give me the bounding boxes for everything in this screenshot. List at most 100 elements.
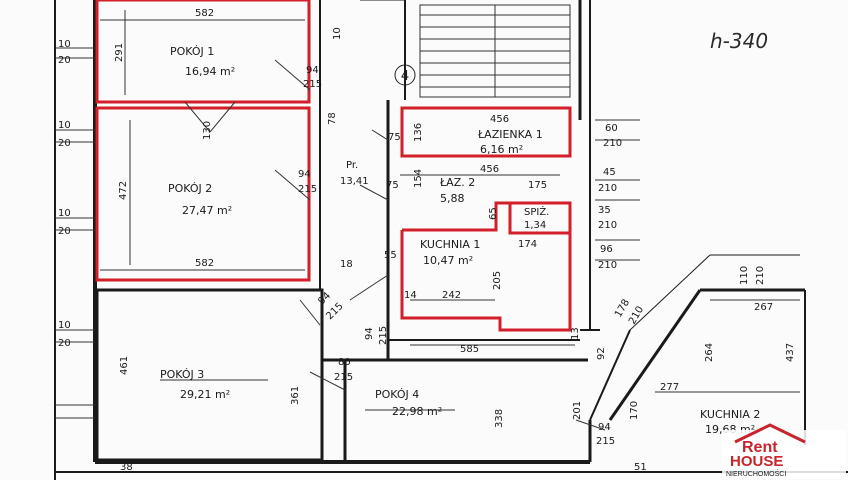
dim-lazienka-1-width: 456: [490, 114, 509, 125]
room-outline-pokoj-2: [95, 106, 311, 282]
dim-laz-2-width: 456: [480, 164, 499, 175]
room-labels: POKÓJ 1 16,94 m² POKÓJ 2 27,47 m² POKÓJ …: [160, 45, 760, 436]
room-area-pokoj-3: 29,21 m²: [180, 388, 230, 401]
wall-dim-left-mid-2: 20: [58, 138, 71, 149]
dim-pokoj-2-width: 582: [195, 258, 214, 269]
door-swings: [184, 59, 606, 431]
room-area-lazienka-1: 6,16 m²: [480, 143, 523, 156]
wall-dim-center-top: 10: [332, 27, 343, 40]
logo-brand-bottom: HOUSE: [730, 453, 783, 470]
dim-lazienka-1-door: 75: [388, 132, 401, 143]
dim-kuchnia-2-step: 170: [629, 401, 640, 420]
room-area-spizarnia: 1,34: [524, 220, 546, 231]
dim-pokoj-4-inner: 361: [290, 386, 301, 405]
dim-laz-2-door-h: 45: [603, 167, 616, 178]
dim-pokoj-2-depth: 472: [118, 181, 129, 200]
watermark-logo: Rent HOUSE NIERUCHOMOŚCI: [722, 423, 846, 478]
wall-dim-door-14: 14: [404, 290, 417, 301]
room-outline-lazienka-1: [400, 106, 572, 158]
dim-kuchnia-1-door: 55: [384, 250, 397, 261]
dim-lazienka-1-door-v: 210: [603, 138, 622, 149]
wall-dim-door-13: 13: [570, 327, 581, 340]
room-area-przedpokoj: 13,41: [340, 176, 369, 187]
wall-dim-door-51: 51: [634, 462, 647, 473]
dim-laz-2-depth: 154: [413, 169, 424, 188]
left-wall-ticks: [55, 47, 95, 419]
room-name-przedpokoj: Pr.: [346, 160, 358, 171]
door-8-width: 110: [739, 266, 750, 285]
room-name-kuchnia-2: KUCHNIA 2: [700, 408, 760, 421]
dim-kuchnia-1-depth: 205: [492, 271, 503, 290]
dim-pokoj-4-depth: 338: [494, 409, 505, 428]
door-dimension-labels: 94 215 94 215 94 215 80 215 94 215 94 21…: [298, 65, 766, 447]
dim-spizarnia-door-h: 35: [598, 205, 611, 216]
dim-pokoj-3-base: 38: [120, 462, 133, 473]
room-area-pokoj-1: 16,94 m²: [185, 65, 235, 78]
dim-kuchnia-2-left: 201: [572, 401, 583, 420]
room-outline-pokoj-1: [95, 0, 311, 104]
highlighted-room-outlines: [95, 0, 572, 332]
outer-walls: [54, 0, 848, 480]
room-name-pokoj-4: POKÓJ 4: [375, 388, 419, 401]
door-3-width: 94: [316, 290, 333, 307]
door-4-height: 215: [334, 372, 353, 383]
room-area-pokoj-4: 22,98 m²: [392, 405, 442, 418]
logo-brand-top: Rent: [742, 439, 778, 456]
door-2-width: 94: [298, 169, 311, 180]
door-1-height: 215: [303, 79, 322, 90]
dim-laz-2-door: 75: [386, 180, 399, 191]
dim-spizarnia-width: 174: [518, 239, 537, 250]
door-6-width: 94: [598, 422, 611, 433]
room-name-pokoj-1: POKÓJ 1: [170, 45, 214, 58]
room-area-laz-2: 5,88: [440, 192, 465, 205]
wall-dim-left-mid: 10: [58, 120, 71, 131]
wall-dimension-labels: 10 20 10 20 10 20 10 20 10 130 92 13 14 …: [58, 27, 647, 473]
dim-pokoj-3-depth: 461: [119, 356, 130, 375]
door-5-height: 215: [378, 326, 389, 345]
wall-dim-left-top-2: 20: [58, 55, 71, 66]
door-2-height: 215: [298, 184, 317, 195]
dim-laz-2-door-v: 210: [598, 183, 617, 194]
staircase: 4: [394, 4, 571, 98]
room-name-pokoj-2: POKÓJ 2: [168, 182, 212, 195]
room-name-pokoj-3: POKÓJ 3: [160, 368, 204, 381]
stair-marker: 4: [401, 69, 409, 84]
room-outline-kuchnia-1: [400, 201, 572, 332]
room-area-pokoj-2: 27,47 m²: [182, 204, 232, 217]
wall-dim-door-92: 92: [596, 347, 607, 360]
wall-dim-door-130: 130: [202, 121, 213, 140]
dim-pokoj-4-width: 585: [460, 344, 479, 355]
dim-laz-2-sub: 175: [528, 180, 547, 191]
wall-dim-left-top: 10: [58, 39, 71, 50]
room-name-kuchnia-1: KUCHNIA 1: [420, 238, 480, 251]
dim-kuchnia-1-door-v: 210: [598, 260, 617, 271]
wall-dim-left-bot: 10: [58, 320, 71, 331]
door-6-height: 215: [596, 436, 615, 447]
door-1-width: 94: [306, 65, 319, 76]
dim-kuchnia-2-height: 437: [785, 343, 796, 362]
dim-przedpokoj-width: 78: [327, 112, 338, 125]
dim-lazienka-1-door-h: 60: [605, 123, 618, 134]
dim-pokoj-1-width: 582: [195, 8, 214, 19]
dim-kuchnia-1-door-h: 96: [600, 244, 613, 255]
dim-kuchnia-1-left: 18: [340, 259, 353, 270]
logo-tagline: NIERUCHOMOŚCI: [726, 469, 786, 478]
room-name-laz-2: ŁAZ. 2: [439, 176, 475, 189]
door-4-width: 80: [338, 357, 351, 368]
wall-dim-left-bot-2: 20: [58, 338, 71, 349]
dim-kuchnia-1-width: 242: [442, 290, 461, 301]
room-area-kuchnia-1: 10,47 m²: [423, 254, 473, 267]
dim-kuchnia-2-inner: 277: [660, 382, 679, 393]
door-5-width: 94: [364, 327, 375, 340]
door-8-height: 210: [755, 266, 766, 285]
roof-icon: [734, 423, 806, 444]
dim-spizarnia-door-v: 210: [598, 220, 617, 231]
door-7-height: 210: [627, 304, 646, 326]
door-3-height: 215: [324, 301, 345, 322]
dimension-lines: [100, 10, 800, 411]
dimension-labels: 582 291 582 472 461 38 585 338 361 456 1…: [114, 8, 796, 473]
wall-dim-left-low: 10: [58, 208, 71, 219]
room-name-spizarnia: SPIŻ.: [524, 205, 549, 218]
dim-pokoj-1-depth: 291: [114, 43, 125, 62]
